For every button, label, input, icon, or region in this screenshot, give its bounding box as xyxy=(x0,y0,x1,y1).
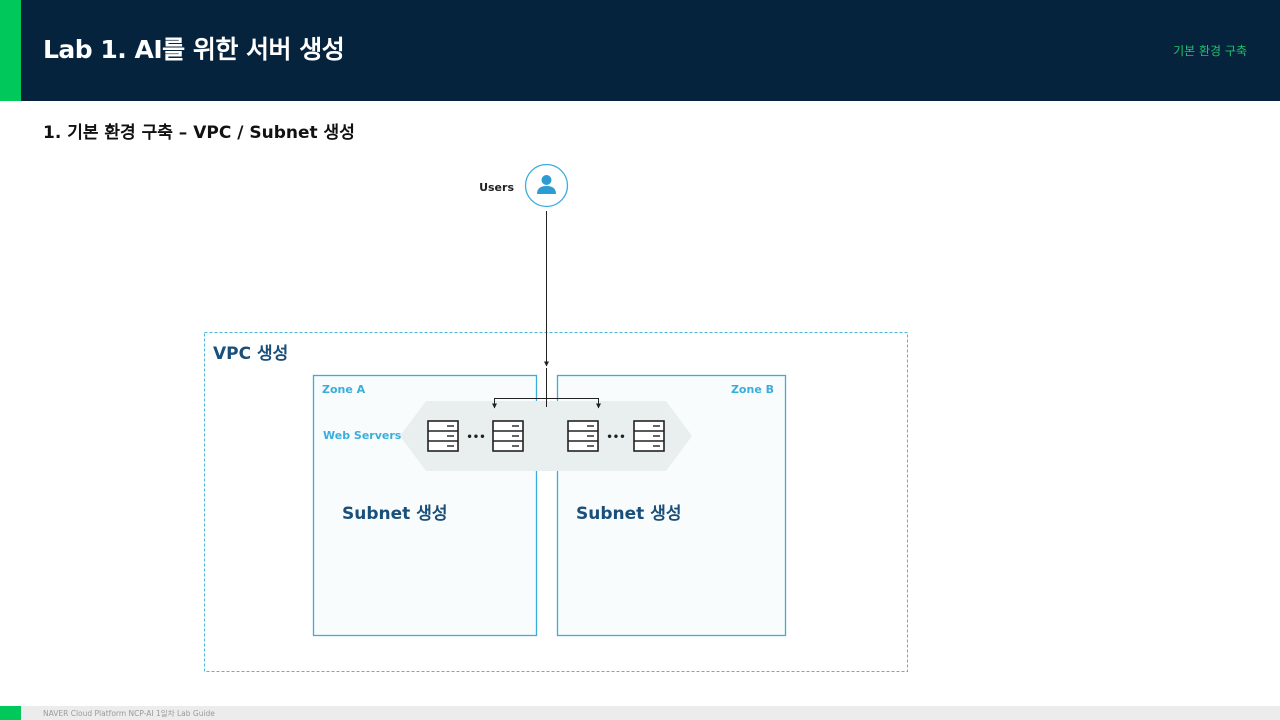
footer-accent-bar xyxy=(0,706,21,720)
server-icon xyxy=(633,420,665,452)
web-servers-label: Web Servers xyxy=(323,429,402,442)
subnet-a-label: Subnet 생성 xyxy=(342,504,447,524)
subnet-b-label: Subnet 생성 xyxy=(576,504,681,524)
zone-a-label: Zone A xyxy=(322,383,366,396)
header-bar xyxy=(0,0,1280,101)
server-icon xyxy=(492,420,524,452)
header-accent-bar xyxy=(0,0,21,101)
page-title: Lab 1. AI를 위한 서버 생성 xyxy=(43,35,345,64)
slide-subtitle: 1. 기본 환경 구축 – VPC / Subnet 생성 xyxy=(43,123,355,143)
footer-bar xyxy=(0,706,1280,720)
server-icon xyxy=(567,420,599,452)
web-server-band xyxy=(400,401,692,471)
vpc-boundary xyxy=(204,332,908,672)
section-label: 기본 환경 구축 xyxy=(1173,44,1247,58)
users-label: Users xyxy=(479,181,514,194)
server-ellipsis-a: ••• xyxy=(466,432,485,443)
server-icon xyxy=(427,420,459,452)
server-ellipsis-b: ••• xyxy=(606,432,625,443)
zone-b-label: Zone B xyxy=(731,383,774,396)
footer-text: NAVER Cloud Platform NCP-AI 1일차 Lab Guid… xyxy=(43,709,215,718)
user-icon xyxy=(524,163,569,208)
vpc-label: VPC 생성 xyxy=(213,344,288,364)
